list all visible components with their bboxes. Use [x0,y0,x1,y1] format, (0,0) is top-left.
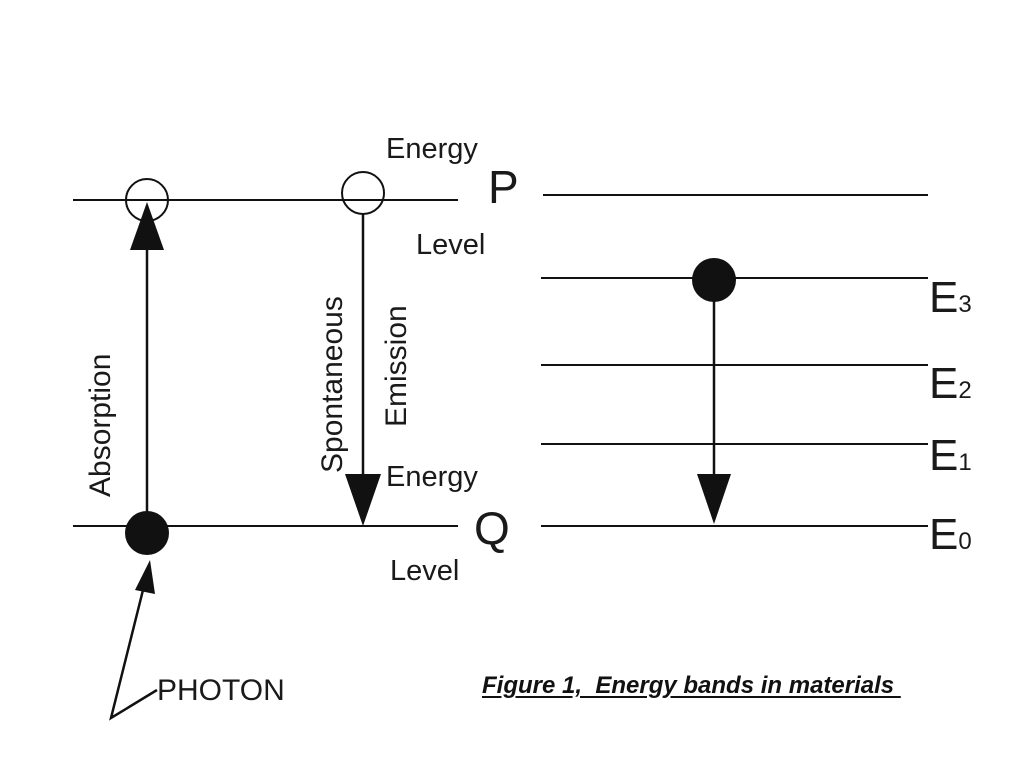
absorption-label: Absorption [84,354,117,497]
level-e2-label: E2 [929,359,972,408]
level-e1-label: E1 [929,431,972,480]
lower-energy-label: Energy [386,461,478,493]
photon-arrow-head [135,560,155,594]
spontaneous-label: Spontaneous [316,296,349,473]
photon-label: PHOTON [157,674,285,707]
emission-empty-state [341,171,385,215]
emission-arrow-head [345,474,381,526]
level-q-letter: Q [474,502,510,554]
level-e3-label: E3 [929,273,972,322]
photon-arrow-line [109,581,158,721]
level-p-letter: P [488,161,519,213]
left-two-level-diagram: Energy Level P Energy Level Q Absorption… [73,133,519,721]
upper-energy-label: Energy [386,133,478,165]
decay-arrow-head [697,474,731,524]
lower-level-label: Level [390,555,459,587]
level-e0-label: E0 [929,510,972,559]
absorption-electron [125,511,169,555]
absorption-arrow-head [130,202,164,250]
right-multi-level-diagram: E3 E2 E1 E0 [541,194,972,559]
e3-electron [692,258,736,302]
emission-label: Emission [380,305,413,427]
figure-caption: Figure 1, Energy bands in materials [482,672,901,699]
upper-level-label: Level [416,229,485,261]
